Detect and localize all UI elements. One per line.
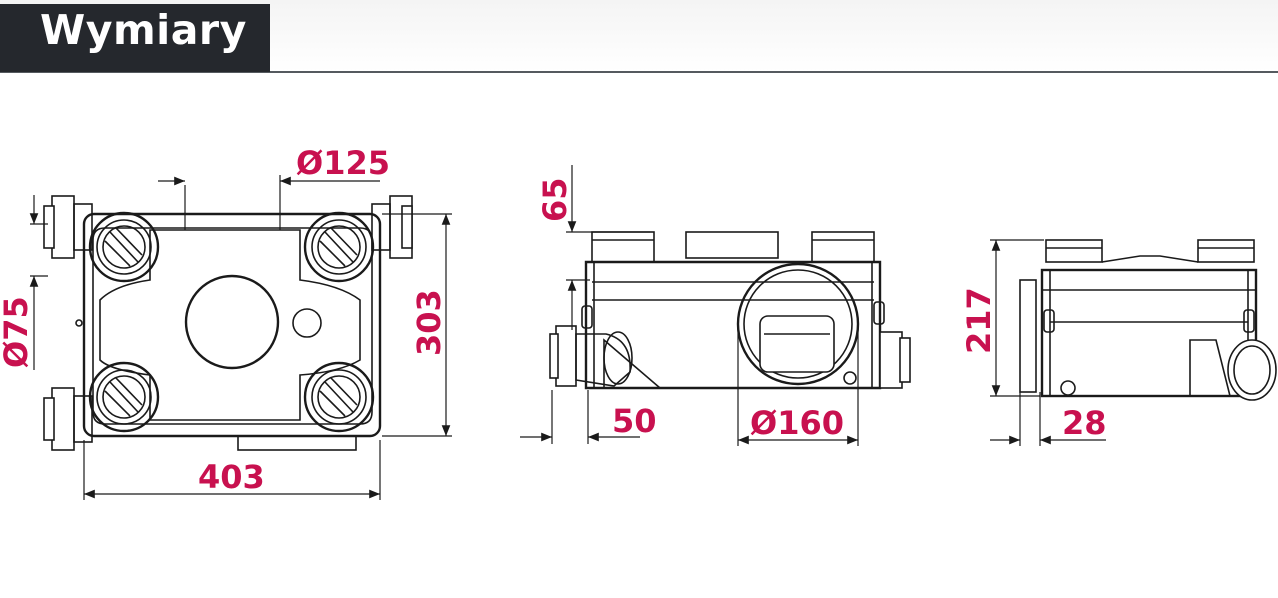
page-title: Wymiary — [40, 6, 247, 54]
dim-top-port-small: Ø75 — [0, 296, 35, 368]
top-port-bottom-left — [88, 361, 160, 433]
dim-front-spigot-offset: 50 — [612, 402, 657, 440]
top-spigot-left-upper — [51, 195, 75, 259]
header-divider — [0, 71, 1278, 73]
dim-top-depth: 303 — [410, 289, 448, 356]
front-view: 65 50 Ø160 — [520, 165, 911, 446]
top-spigot-left-upper-cap — [43, 205, 55, 249]
top-housing-outline — [82, 212, 382, 438]
side-body-outline — [1040, 268, 1258, 398]
top-port-top-left — [88, 211, 160, 283]
top-spigot-right-neck — [371, 203, 391, 251]
top-bottom-tab — [237, 435, 357, 451]
side-view: 217 28 — [960, 239, 1277, 446]
top-view: Ø125 Ø75 303 403 — [0, 144, 452, 500]
dim-top-width: 403 — [198, 458, 265, 496]
top-spigot-left-upper-neck — [73, 203, 93, 251]
top-channel-outline — [99, 229, 361, 421]
dim-front-collar-height: 65 — [536, 177, 574, 222]
side-collar-right — [1197, 239, 1255, 263]
front-main-port-flap — [759, 315, 835, 373]
top-screw — [75, 319, 83, 327]
side-round-spigot — [1227, 339, 1277, 401]
top-small-port — [292, 308, 322, 338]
front-collar-left — [591, 231, 655, 263]
side-mount-plate — [1019, 279, 1037, 393]
front-spigot-left-cap — [555, 325, 577, 387]
dim-front-main-port: Ø160 — [750, 404, 844, 442]
top-spigot-left-lower-cap — [43, 397, 55, 441]
top-spigot-right-cap — [401, 205, 413, 249]
dim-side-height: 217 — [960, 287, 998, 354]
front-collar-right — [811, 231, 875, 263]
dim-top-port-large: Ø125 — [296, 144, 390, 182]
top-port-top-right — [303, 211, 375, 283]
top-port-bottom-right — [303, 361, 375, 433]
front-spigot-right — [879, 331, 903, 389]
dim-side-offset: 28 — [1062, 404, 1107, 442]
top-spigot-left-lower — [51, 387, 75, 451]
top-spigot-left-lower-neck — [73, 395, 93, 443]
front-main-port-outer — [736, 262, 860, 386]
top-center-opening — [184, 274, 280, 370]
title-box: Wymiary — [0, 4, 270, 72]
side-collar-left — [1045, 239, 1103, 263]
front-top-box — [685, 231, 779, 259]
front-spigot-left-elbow — [575, 333, 631, 387]
top-housing-inner — [92, 227, 373, 425]
